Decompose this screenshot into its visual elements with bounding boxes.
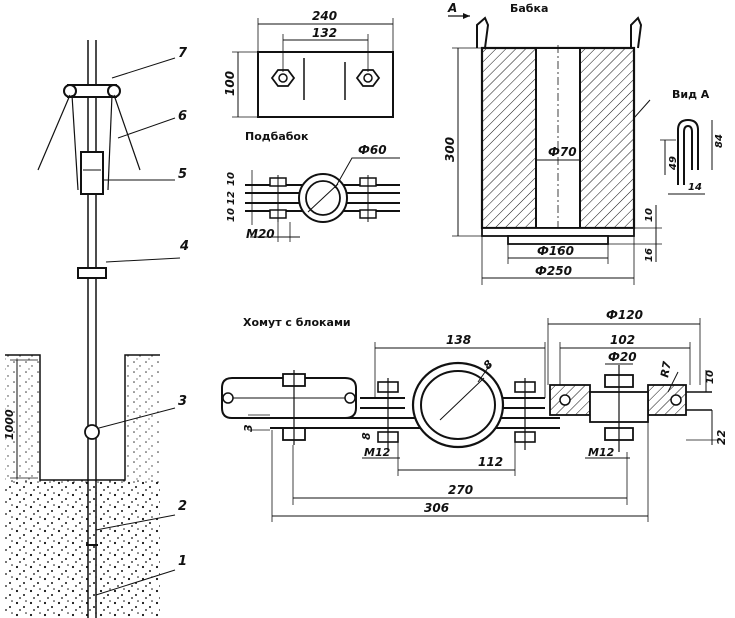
plate-height-label: 100 <box>223 71 237 96</box>
view-a-drawing: Вид А 49 84 14 <box>633 88 725 195</box>
view-a-h1: 49 <box>668 156 679 171</box>
clamp-d306-label: 306 <box>424 501 449 515</box>
mast-depth-label: 1000 <box>3 409 16 440</box>
plate-width-label: 240 <box>312 9 337 23</box>
callout-1: 1 <box>178 554 187 569</box>
clamp-m12a-label: M12 <box>364 446 391 459</box>
babka-view-letter: А <box>447 1 457 15</box>
clamp-d138-label: 138 <box>446 333 471 347</box>
view-a-title: Вид А <box>672 88 710 101</box>
babka-title: Бабка <box>510 2 548 15</box>
podbabok-title: Подбабок <box>245 130 309 143</box>
callout-5: 5 <box>178 167 187 182</box>
podbabok-bolt-label: M20 <box>246 227 275 241</box>
clamp-d22-label: 22 <box>715 429 728 445</box>
clamp-m12b-label: M12 <box>588 446 615 459</box>
clamp-title: Хомут с блоками <box>243 316 351 329</box>
ground-fill <box>5 480 160 618</box>
callout-3: 3 <box>178 394 187 409</box>
clamp-d112-label: 112 <box>478 455 503 469</box>
callout-6: 6 <box>178 109 187 124</box>
clamp-r7-label: R7 <box>658 360 674 378</box>
callout-7: 7 <box>178 46 188 61</box>
babka-bore-label: Ф70 <box>548 145 577 159</box>
podbabok-dim-b: 12 <box>226 191 237 205</box>
babka-drawing: Бабка А 300 Ф70 Ф160 Ф250 10 16 <box>443 1 662 285</box>
view-a-w: 14 <box>688 182 702 193</box>
plate-bolt-spacing-label: 132 <box>312 26 337 40</box>
podbabok-dim-a: 10 <box>226 172 237 186</box>
clamp-drawing: Хомут с блоками <box>221 308 728 522</box>
babka-step2-label: 16 <box>644 248 655 262</box>
callout-4: 4 <box>179 239 189 254</box>
clamp-d3-label: 3 <box>242 424 255 432</box>
babka-base-dia-label: Ф160 <box>537 244 574 258</box>
babka-outer-dia-label: Ф250 <box>535 264 572 278</box>
view-a-h2: 84 <box>714 134 725 148</box>
babka-height-label: 300 <box>443 137 457 162</box>
podbabok-dim-c: 10 <box>226 208 237 222</box>
clamp-d102-label: 102 <box>610 333 635 347</box>
clamp-d10-label: 10 <box>705 370 716 384</box>
plate-drawing: 240 132 100 <box>223 9 394 118</box>
podbabok-pipe-dia-label: Ф60 <box>358 143 387 157</box>
podbabok-drawing: Подбабок Ф60 10 12 10 M20 <box>226 130 400 242</box>
clamp-d20-label: Ф20 <box>608 350 637 364</box>
clamp-block-dia-label: Ф120 <box>606 308 643 322</box>
babka-step1-label: 10 <box>644 208 655 222</box>
mast-assembly: 1000 7 6 5 4 3 2 1 <box>3 40 189 618</box>
clamp-d270-label: 270 <box>448 483 473 497</box>
clamp-d8b-label: 8 <box>360 432 373 440</box>
callout-2: 2 <box>178 499 187 514</box>
